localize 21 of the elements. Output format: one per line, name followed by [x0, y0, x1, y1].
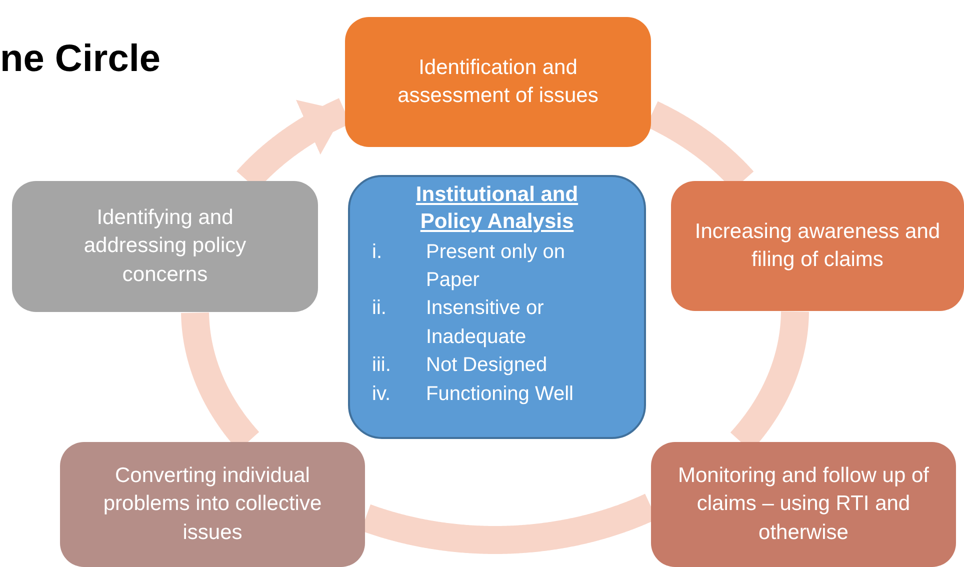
step-box	[12, 181, 318, 312]
analysis-box	[348, 175, 646, 439]
list-numeral: i.	[372, 240, 383, 265]
step-text: Increasing awareness and filing of claims	[694, 218, 942, 273]
step-text: Converting individual problems into collective issues	[102, 462, 323, 546]
step-box	[671, 181, 964, 311]
step-box	[60, 442, 365, 567]
step-text: Identification and assessment of issues	[396, 54, 600, 109]
step-box	[345, 17, 651, 147]
list-numeral: ii.	[372, 296, 388, 322]
title: ne Circle	[0, 38, 161, 81]
step-text: Monitoring and follow up of claims – using RTI and otherwise	[677, 462, 930, 546]
list-numeral: iii.	[372, 353, 392, 378]
list-item: Present only on Paper	[426, 240, 566, 293]
step-text: Identifying and addressing policy concerns	[82, 204, 248, 288]
list-item: Insensitive or Inadequate	[426, 296, 545, 350]
box-heading: Institutional and Policy Analysis	[414, 182, 580, 236]
list-item: Not Designed	[426, 353, 548, 378]
step-box	[651, 442, 956, 567]
list-numeral: iv.	[372, 382, 392, 407]
list-item: Functioning Well	[426, 382, 574, 407]
